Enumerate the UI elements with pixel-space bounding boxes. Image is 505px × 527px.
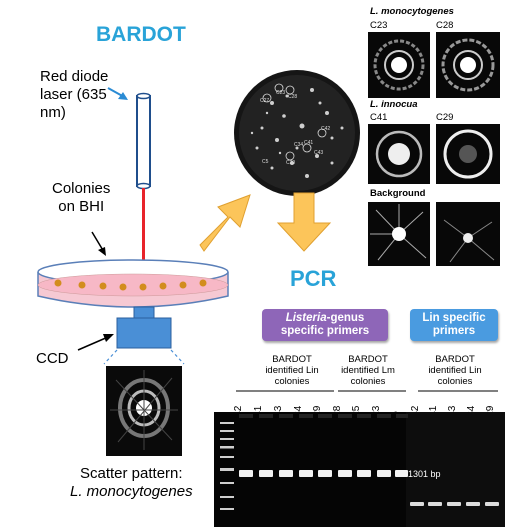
bardot-apparatus bbox=[37, 87, 229, 456]
svg-text:C34: C34 bbox=[294, 142, 303, 148]
agar-plate-image: C23 C27 C28 C41 C42 C29 C34 C43 C5 bbox=[232, 68, 362, 198]
svg-text:C43: C43 bbox=[314, 150, 323, 156]
pcr-gel-image: 1301 bp bbox=[214, 412, 505, 527]
linnocua-id-1: C41 bbox=[370, 112, 388, 123]
linnocua-pattern-c29 bbox=[436, 124, 500, 184]
lmono-pattern-c23 bbox=[368, 32, 430, 98]
bands-1301bp bbox=[239, 470, 408, 477]
linnocua-id-2: C29 bbox=[436, 112, 454, 123]
ccd-label: CCD bbox=[36, 350, 69, 367]
listeria-primer-box: Listeria-genus specific primers bbox=[262, 309, 388, 341]
svg-text:C28: C28 bbox=[288, 94, 297, 100]
linnocua-pattern-c41 bbox=[368, 124, 430, 184]
linnocua-title: L. innocua bbox=[370, 99, 418, 110]
lmono-title: L. monocytogenes bbox=[370, 6, 454, 17]
flow-arrows bbox=[199, 192, 332, 252]
lmono-id-1: C23 bbox=[370, 20, 388, 31]
ccd-camera bbox=[116, 306, 172, 349]
background-title: Background bbox=[370, 188, 426, 199]
background-pattern-1 bbox=[368, 202, 430, 266]
bands-lin bbox=[410, 502, 499, 506]
group-brackets bbox=[236, 390, 498, 392]
svg-text:C27: C27 bbox=[260, 98, 269, 104]
dna-ladder bbox=[220, 422, 234, 510]
svg-text:C29: C29 bbox=[286, 160, 295, 166]
svg-text:C42: C42 bbox=[321, 126, 330, 132]
bardot-title: BARDOT bbox=[96, 23, 186, 46]
scatter-pattern-grid bbox=[368, 32, 500, 266]
svg-text:C23: C23 bbox=[276, 90, 285, 96]
arrow-to-plate bbox=[199, 194, 251, 252]
laser-tube bbox=[136, 95, 151, 187]
pcr-title: PCR bbox=[290, 266, 337, 291]
band-size-label: 1301 bp bbox=[408, 469, 441, 479]
arrow-to-pcr bbox=[276, 192, 332, 252]
lmono-pattern-c28 bbox=[436, 32, 500, 98]
svg-text:C5: C5 bbox=[262, 159, 269, 165]
petri-dish bbox=[37, 259, 229, 308]
laser-pointer-arrow bbox=[107, 87, 128, 100]
svg-text:C41: C41 bbox=[304, 140, 313, 146]
background-pattern-2 bbox=[436, 202, 500, 266]
plate-markers: C23 C27 C28 C41 C42 C29 C34 C43 C5 bbox=[260, 90, 330, 166]
scatter-label: Scatter pattern:L. monocytogenes bbox=[70, 465, 193, 500]
lmono-id-2: C28 bbox=[436, 20, 454, 31]
scatter-pattern-image bbox=[106, 366, 182, 456]
